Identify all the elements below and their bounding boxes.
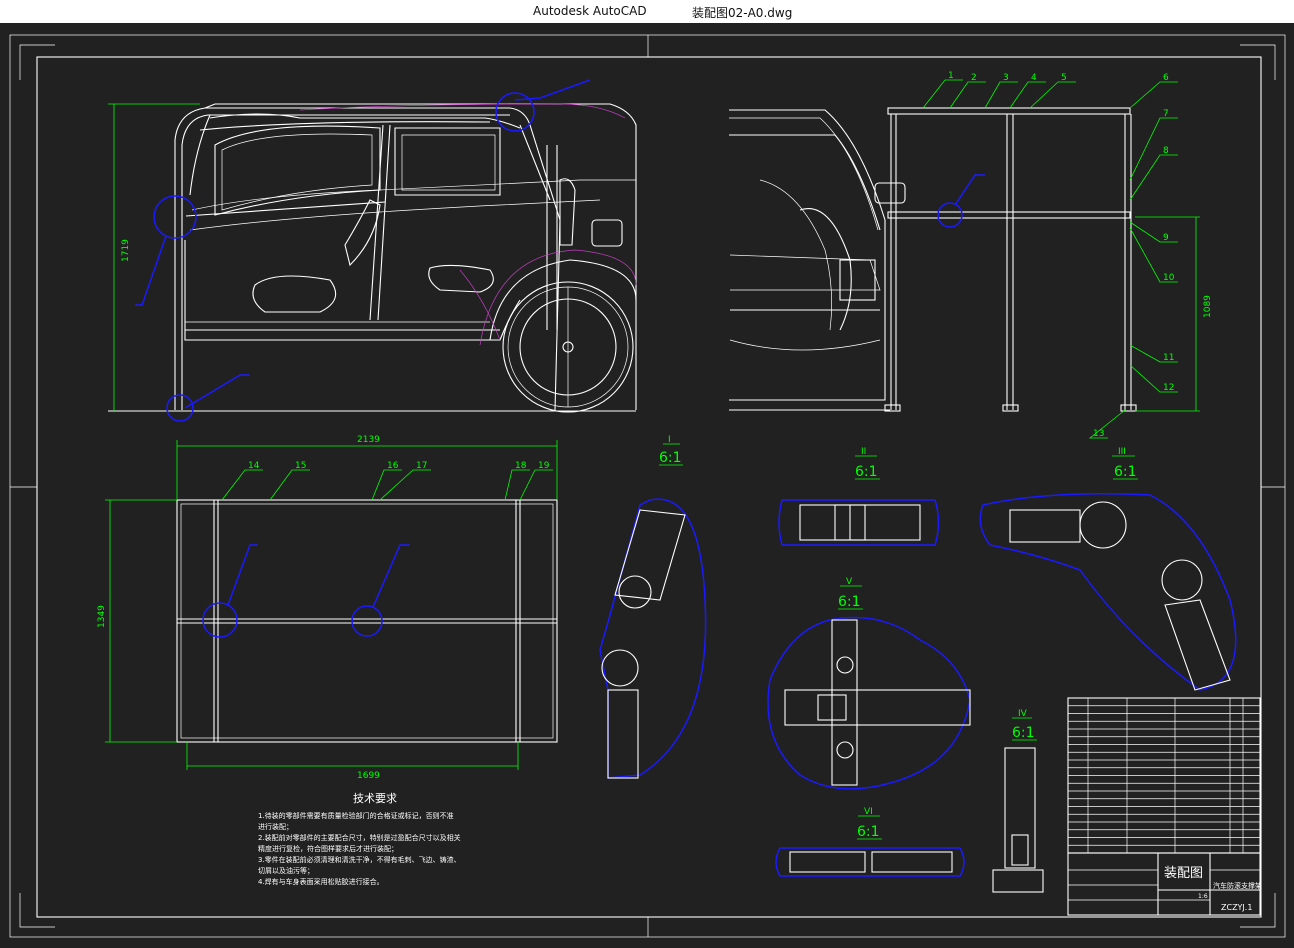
svg-text:IV: IV	[1018, 709, 1028, 719]
balloon-number: 7	[1163, 109, 1169, 119]
detail-VI: VI 6:1	[775, 807, 965, 877]
top-view: 2139 1349 1699	[97, 435, 558, 781]
balloon-number: 4	[1031, 73, 1037, 83]
detail-II-scale: 6:1	[855, 464, 878, 480]
balloon-number: 12	[1163, 383, 1174, 393]
detail-VI-scale: 6:1	[857, 824, 880, 840]
title-block-product: 汽车防滚支撑架	[1213, 881, 1262, 890]
tech-line: 4.焊有与车身表面采用松贴胶进行接合。	[258, 877, 384, 886]
balloon-leader	[1129, 81, 1178, 109]
tech-line: 3.零件在装配前必须清理和清洗干净，不得有毛刺、飞边、铸渣、	[258, 855, 461, 864]
detail-I: I 6:1	[599, 435, 707, 779]
balloon-number: 5	[1061, 73, 1067, 83]
balloon-leader	[519, 469, 553, 501]
tech-line: 2.装配前对零部件的主要配合尺寸，特别是过盈配合尺寸以及相关	[258, 833, 461, 842]
dim-1699: 1699	[357, 771, 380, 781]
balloon-leader	[379, 469, 431, 501]
balloon-number: 15	[295, 461, 306, 471]
balloon-leader	[1129, 154, 1178, 201]
balloon-number: 8	[1163, 146, 1169, 156]
balloon-number: 1	[948, 71, 954, 81]
file-name: 装配图02-A0.dwg	[692, 6, 793, 20]
title-bar: Autodesk AutoCAD 装配图02-A0.dwg	[0, 0, 1294, 23]
tech-line: 进行装配；	[258, 822, 293, 831]
balloon-leader	[922, 79, 963, 109]
tech-line: 精度进行复检，符合图样要求后才进行装配；	[258, 844, 398, 853]
balloon-leader	[1129, 344, 1178, 363]
svg-text:II: II	[861, 447, 866, 457]
svg-text:I: I	[668, 435, 671, 445]
title-block-title: 装配图	[1164, 866, 1203, 881]
sheet-border	[9, 34, 1286, 938]
balloon-number: 18	[515, 461, 527, 471]
drawing-canvas[interactable]: 1719 1089	[0, 23, 1294, 948]
balloon-leader	[371, 469, 402, 501]
tech-line: 切屑以及油污等；	[258, 866, 314, 875]
balloon-leader	[984, 81, 1018, 109]
detail-IV-scale: 6:1	[1012, 725, 1035, 741]
technical-requirements: 技术要求 1.待装的零部件需要有质量检验部门的合格证或标记，否则不准 进行装配；…	[258, 792, 461, 886]
detail-II: II 6:1	[778, 447, 940, 546]
dim-1719: 1719	[121, 239, 131, 262]
balloon-number: 3	[1003, 73, 1009, 83]
balloon-leader	[1129, 221, 1178, 243]
balloon-leader	[504, 469, 530, 501]
balloon-leader	[1088, 409, 1126, 439]
side-view: 1719	[108, 79, 637, 422]
title-block: 装配图 汽车防滚支撑架 ZCZYJ.1 1:6	[1067, 852, 1262, 916]
balloon-number: 19	[538, 461, 550, 471]
detail-III: III 6:1	[979, 447, 1237, 691]
tech-line: 1.待装的零部件需要有质量检验部门的合格证或标记，否则不准	[258, 811, 454, 820]
dim-1089: 1089	[1203, 295, 1213, 318]
detail-I-scale: 6:1	[659, 450, 682, 466]
svg-text:VI: VI	[864, 807, 873, 817]
balloon-leader	[221, 469, 263, 501]
balloon-leader	[1129, 117, 1178, 181]
balloon-number: 10	[1163, 273, 1175, 283]
balloon-number: 9	[1163, 233, 1169, 243]
tech-heading: 技术要求	[353, 792, 397, 805]
balloon-number: 6	[1163, 73, 1169, 83]
balloon-number: 2	[971, 73, 977, 83]
balloon-leader	[1129, 364, 1178, 393]
app-name: Autodesk AutoCAD	[533, 4, 647, 18]
balloon-leader	[1129, 227, 1178, 283]
balloon-number: 17	[416, 461, 427, 471]
parts-list	[1067, 697, 1261, 854]
balloon-number: 11	[1163, 353, 1174, 363]
balloon-leader	[1009, 81, 1046, 109]
svg-text:III: III	[1118, 447, 1126, 457]
detail-V: V 6:1	[767, 577, 971, 790]
balloon-number: 13	[1093, 429, 1104, 439]
title-block-drawing-no: ZCZYJ.1	[1221, 903, 1252, 912]
svg-text:V: V	[846, 577, 853, 587]
balloon-number: 16	[387, 461, 399, 471]
title-block-scale: 1:6	[1198, 893, 1208, 900]
dim-2139: 2139	[357, 435, 380, 445]
balloon-leader	[1029, 81, 1076, 109]
balloon-leader	[269, 469, 310, 501]
detail-III-scale: 6:1	[1114, 464, 1137, 480]
detail-V-scale: 6:1	[838, 594, 861, 610]
detail-IV: IV 6:1	[992, 709, 1044, 893]
balloon-number: 14	[248, 461, 260, 471]
balloon-leader	[949, 81, 986, 109]
dim-1349: 1349	[97, 605, 107, 628]
rear-view: 10 8 9	[729, 107, 1213, 412]
